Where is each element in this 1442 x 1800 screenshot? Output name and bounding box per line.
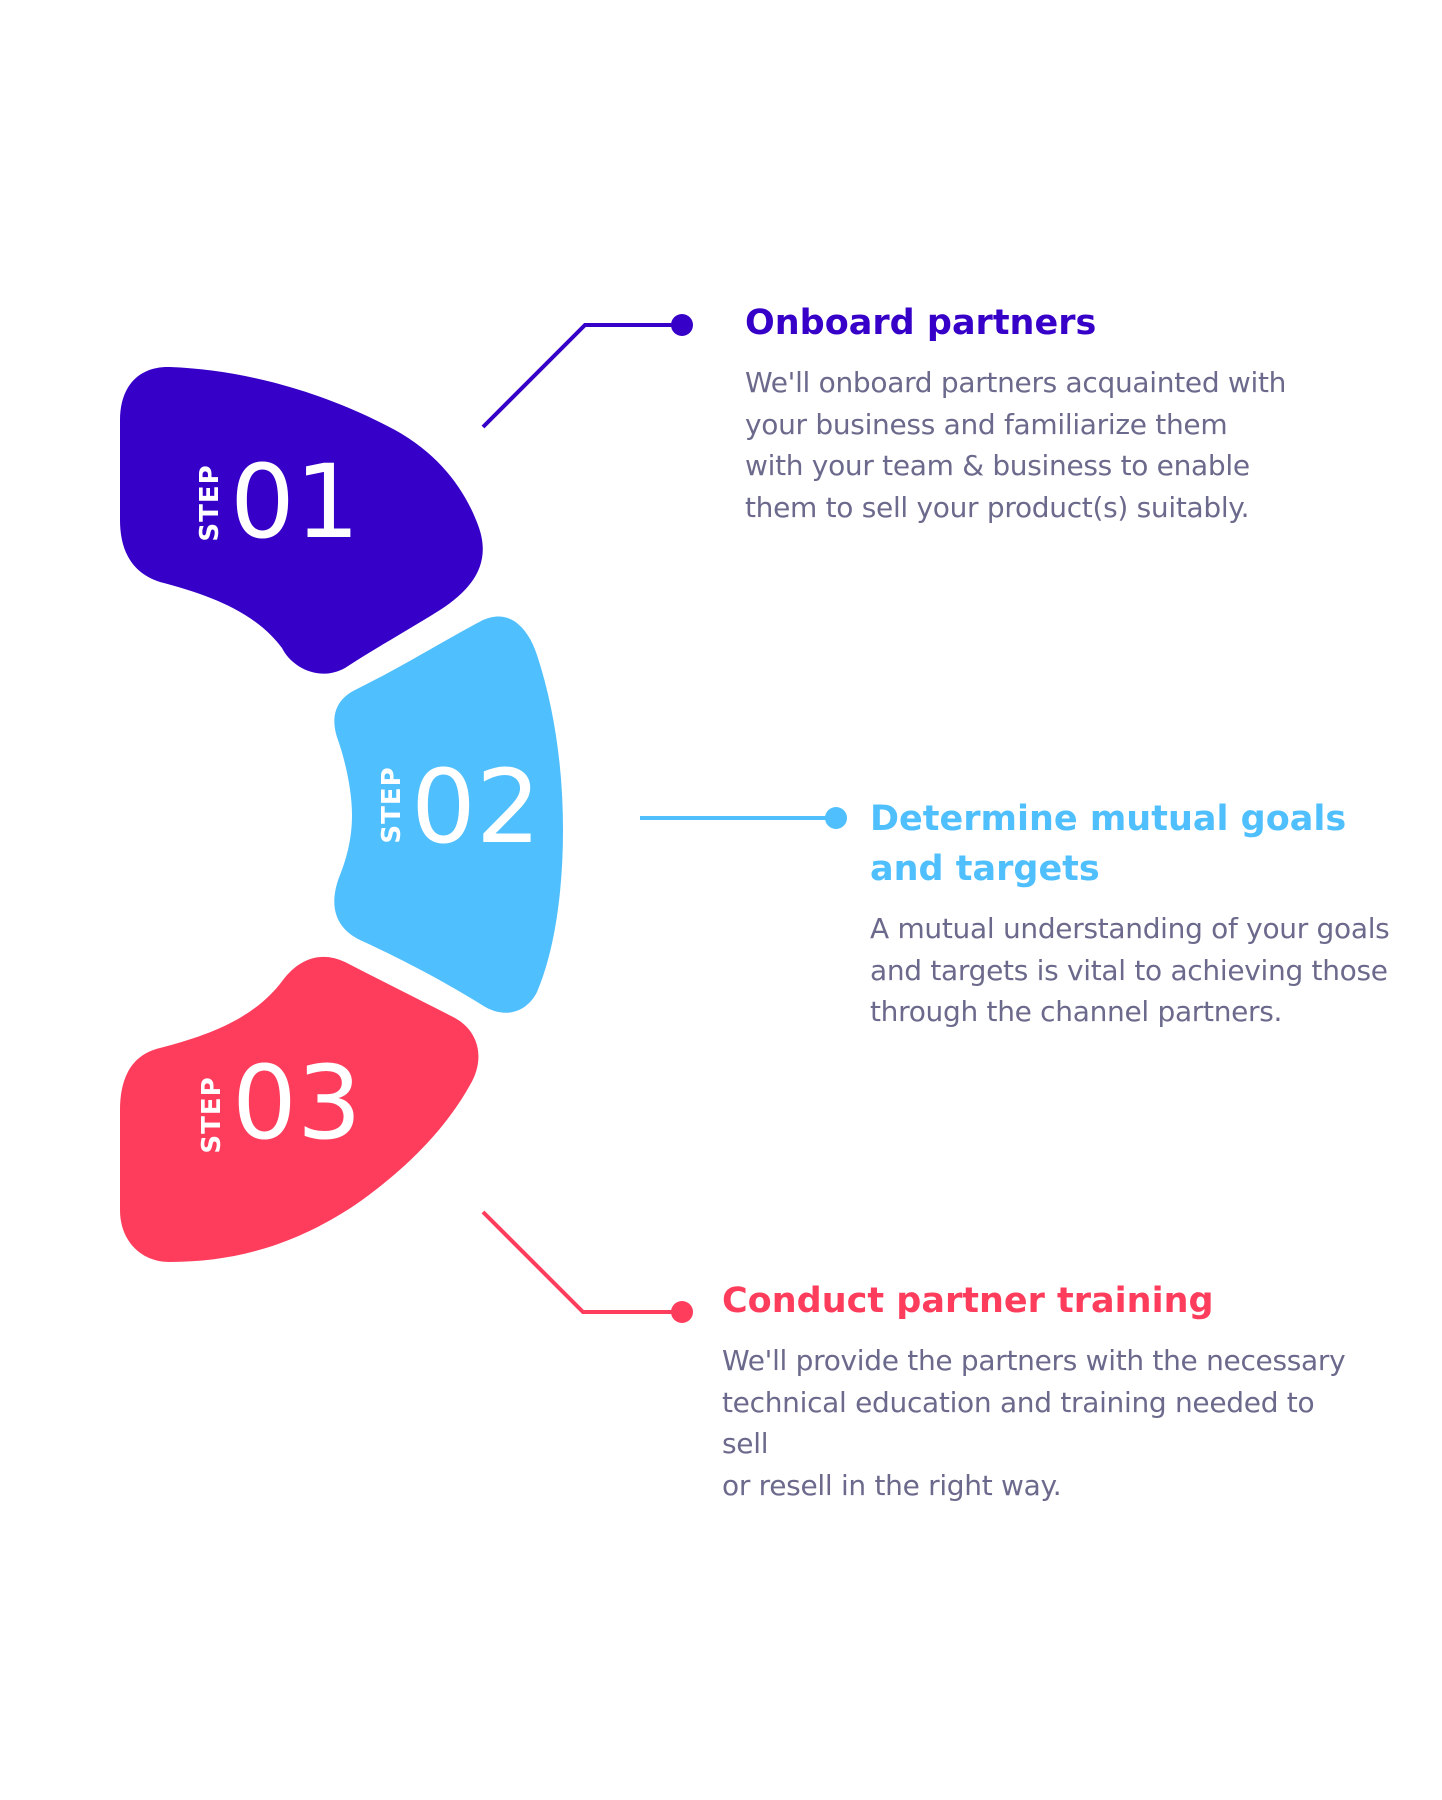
step-3-description: We'll provide the partners with the nece…	[722, 1340, 1362, 1506]
step-1-text: Onboard partners We'll onboard partners …	[745, 298, 1345, 528]
step-1-description-line: We'll onboard partners acquainted with	[745, 366, 1287, 399]
step-3-label: STEP	[197, 1076, 227, 1153]
step-2-label: STEP	[377, 766, 407, 843]
step-3-description-line: or resell in the right way.	[722, 1468, 1062, 1502]
step-3-connector	[481, 1210, 693, 1323]
step-3-number: 03	[232, 1044, 362, 1163]
step-1-title: Onboard partners	[745, 303, 1097, 343]
step-2-title-line: and targets	[870, 849, 1100, 889]
step-3-description-line: We'll provide the partners with the nece…	[722, 1344, 1346, 1377]
step-2-text: Determine mutual goals and targets A mut…	[870, 794, 1430, 1033]
step-2-number: 02	[411, 748, 541, 867]
step-2-shape	[334, 616, 563, 1013]
step-2-description-line: through the channel partners.	[870, 995, 1283, 1028]
step-1-shape	[120, 366, 483, 674]
step-1-label: STEP	[195, 464, 225, 541]
step-1-description-line: with your team & business to enable	[745, 449, 1250, 482]
step-2-segment: STEP 02	[334, 616, 563, 1013]
step-1-description-line: them to sell your product(s) suitably.	[745, 490, 1250, 524]
step-3-connector-dot	[671, 1301, 693, 1323]
step-2-description-line: and targets is vital to achieving those	[870, 953, 1388, 987]
step-3-title: Conduct partner training	[722, 1281, 1214, 1321]
step-1-description: We'll onboard partners acquainted with y…	[745, 362, 1345, 528]
step-2-description-line: A mutual understanding of your goals	[870, 912, 1390, 945]
step-2-title: Determine mutual goals and targets	[870, 794, 1430, 894]
step-3-description-line: technical education and training needed …	[722, 1385, 1315, 1461]
step-2-description: A mutual understanding of your goals and…	[870, 908, 1430, 1033]
step-1-connector	[481, 314, 693, 429]
step-3-shape	[120, 956, 479, 1262]
step-2-connector-dot	[825, 807, 847, 829]
step-1-segment: STEP 01	[120, 366, 483, 674]
step-1-number: 01	[230, 443, 360, 562]
step-1-description-line: your business and familiarize them	[745, 407, 1228, 441]
step-3-text: Conduct partner training We'll provide t…	[722, 1276, 1362, 1506]
step-3-segment: STEP 03	[120, 956, 479, 1262]
step-2-connector	[640, 807, 847, 829]
step-2-title-line: Determine mutual goals	[870, 799, 1347, 839]
step-1-connector-dot	[671, 314, 693, 336]
